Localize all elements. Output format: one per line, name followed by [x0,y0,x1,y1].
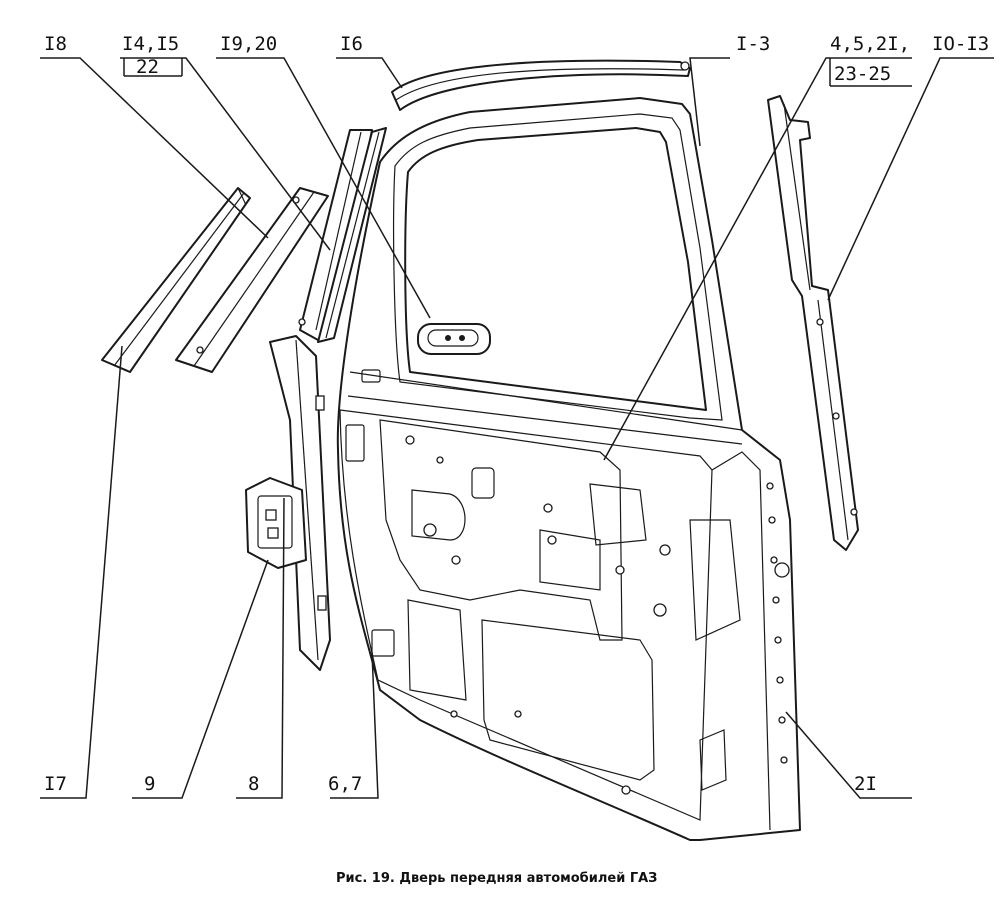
label-18: I8 [44,33,67,55]
label-1-3: I-3 [736,33,770,55]
label-16: I6 [340,33,363,55]
top-seal-16 [391,59,691,111]
label-22: 22 [136,56,159,78]
seal-strip-19-20 [317,127,387,343]
label-9: 9 [144,773,155,795]
label-8: 8 [248,773,259,795]
glass-channel-strip-18 [175,187,329,373]
label-14-15: I4,I5 [122,33,179,55]
door-panel [336,97,801,841]
label-23-25: 23-25 [834,63,891,85]
hinge-bracket-9 [245,477,307,569]
label-19-20: I9,20 [220,33,277,55]
label-17: I7 [44,773,67,795]
label-21: 2I [854,773,877,795]
glass-channel-strip-17 [101,187,251,373]
label-6-7: 6,7 [328,773,362,795]
part-labels: I8 I4,I5 22 I9,20 I6 I-3 4,5,2I, IO-I3 2… [44,33,989,795]
leader-lines [40,57,994,799]
label-4-5-21: 4,5,2I, [830,33,910,55]
label-10-13: IO-I3 [932,33,989,55]
figure-caption: Рис. 19. Дверь передняя автомобилей ГАЗ [336,871,657,886]
rear-channel-10-13 [767,95,859,551]
